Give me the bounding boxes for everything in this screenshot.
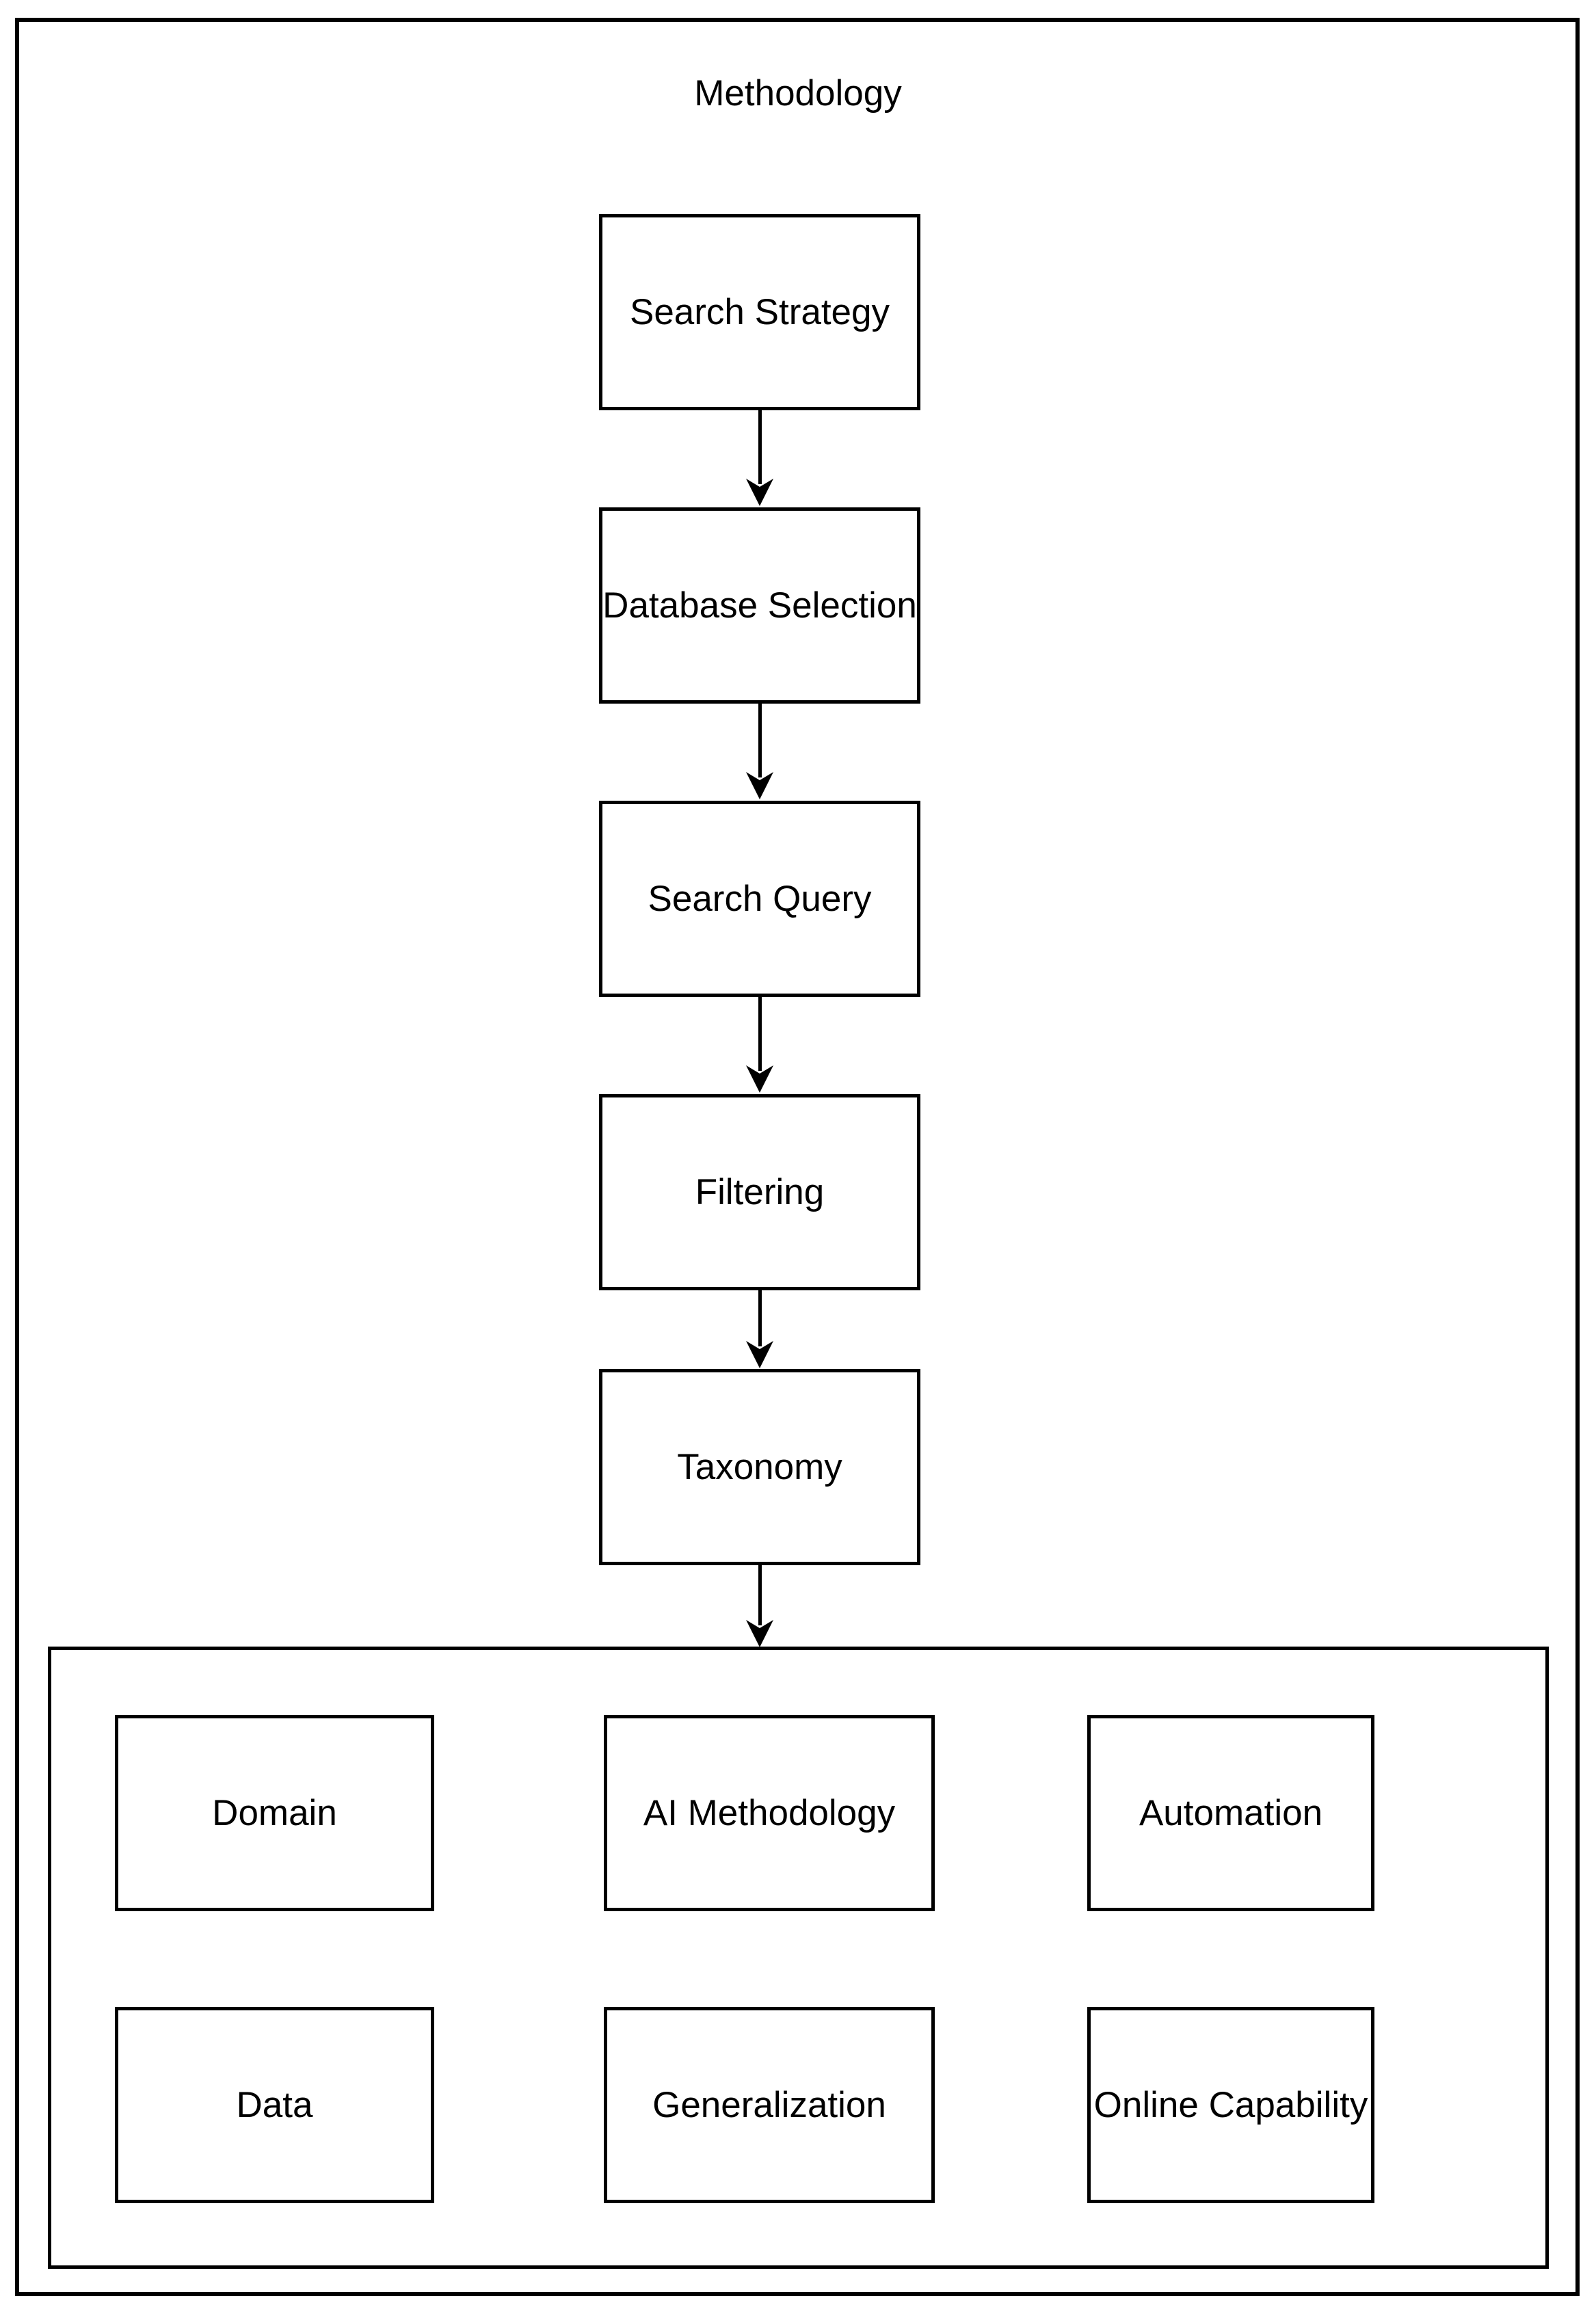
- node-database-selection[interactable]: Database Selection: [599, 507, 920, 704]
- node-search-query[interactable]: Search Query: [599, 801, 920, 997]
- node-taxonomy-label: Taxonomy: [677, 1447, 842, 1487]
- page-title: Methodology: [694, 73, 902, 114]
- node-filtering-label: Filtering: [695, 1172, 825, 1212]
- node-search-strategy[interactable]: Search Strategy: [599, 214, 920, 410]
- taxonomy-group-container: Domain AI Methodology Automation Data Ge…: [48, 1647, 1549, 2269]
- node-search-query-label: Search Query: [648, 879, 872, 919]
- category-generalization[interactable]: Generalization: [604, 2007, 935, 2203]
- arrow-taxonomy-to-taxonomy-group: [745, 1565, 775, 1649]
- category-online-capability-label: Online Capability: [1093, 2085, 1368, 2125]
- category-ai-methodology-label: AI Methodology: [643, 1793, 896, 1833]
- category-automation[interactable]: Automation: [1087, 1715, 1374, 1911]
- arrow-search-query-to-filtering: [745, 997, 775, 1094]
- node-database-selection-label: Database Selection: [602, 585, 917, 626]
- node-search-strategy-label: Search Strategy: [629, 292, 890, 332]
- category-domain[interactable]: Domain: [115, 1715, 434, 1911]
- category-generalization-label: Generalization: [652, 2085, 886, 2125]
- category-data-label: Data: [236, 2085, 313, 2125]
- node-filtering[interactable]: Filtering: [599, 1094, 920, 1290]
- category-ai-methodology[interactable]: AI Methodology: [604, 1715, 935, 1911]
- category-data[interactable]: Data: [115, 2007, 434, 2203]
- category-online-capability[interactable]: Online Capability: [1087, 2007, 1374, 2203]
- arrow-search-strategy-to-database-selection: [745, 410, 775, 507]
- category-domain-label: Domain: [212, 1793, 337, 1833]
- arrow-database-selection-to-search-query: [745, 704, 775, 801]
- node-taxonomy[interactable]: Taxonomy: [599, 1369, 920, 1565]
- arrow-filtering-to-taxonomy: [745, 1290, 775, 1370]
- category-automation-label: Automation: [1139, 1793, 1323, 1833]
